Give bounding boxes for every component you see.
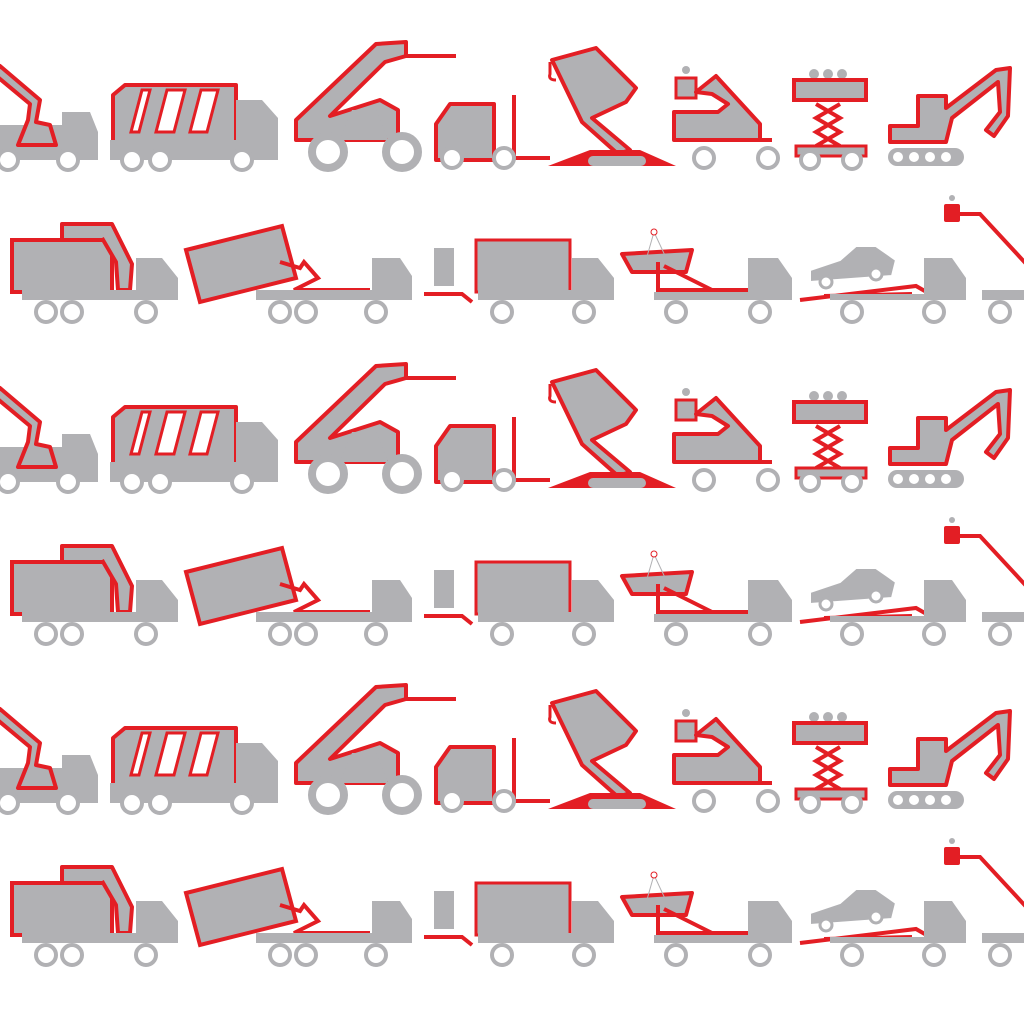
- vehicle-pattern: [0, 42, 1024, 965]
